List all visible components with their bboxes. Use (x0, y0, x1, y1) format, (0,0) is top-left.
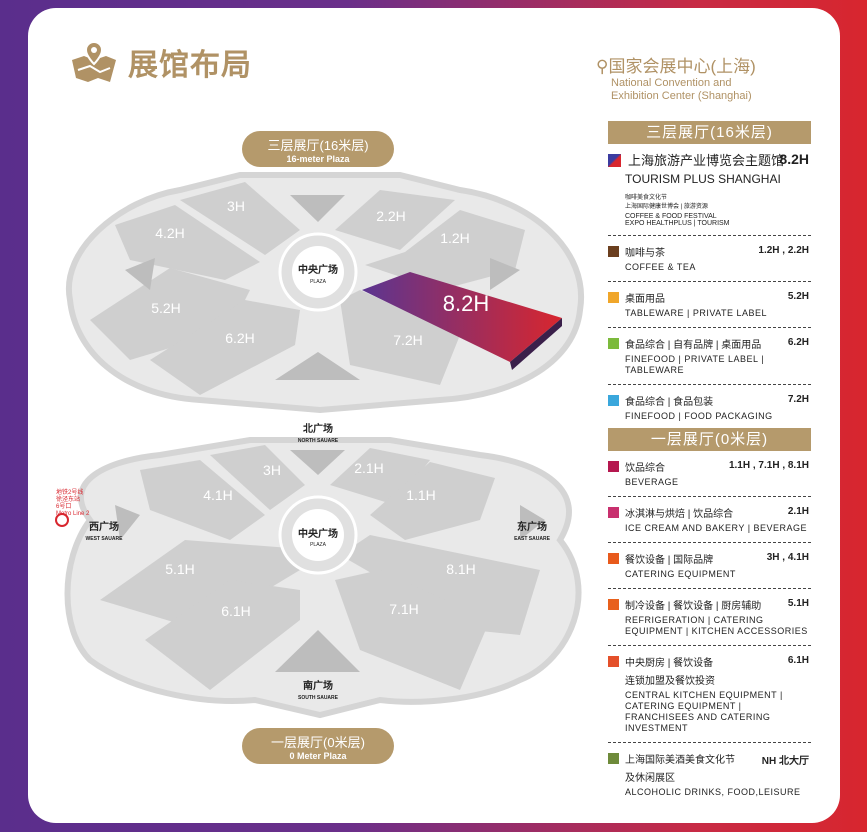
hall-label: 2.2H (376, 208, 406, 224)
east-square-label: 东广场 (517, 520, 547, 533)
svg-text:中央广场: 中央广场 (298, 527, 338, 540)
upper-floor-map (65, 172, 585, 414)
legend-item: 餐饮设备 | 国际品牌 3H , 4.1H CATERING EQUIPMENT (608, 543, 811, 589)
legend-item: 食品综合 | 自有品牌 | 桌面用品 6.2H FINEFOOD | PRIVA… (608, 328, 811, 385)
swatch (608, 553, 619, 564)
legend-item: 食品综合 | 食品包装 7.2H FINEFOOD | FOOD PACKAGI… (608, 385, 811, 430)
svg-text:WEST SAUARE: WEST SAUARE (86, 536, 124, 542)
hall-label: 6.2H (225, 330, 255, 346)
swatch (608, 656, 619, 667)
hall-1-2h[interactable] (365, 210, 525, 290)
legend-item: 咖啡与茶 1.2H , 2.2H COFFEE & TEA (608, 236, 811, 282)
hall-6-2h[interactable] (150, 300, 300, 395)
legend-item: 冰淇淋与烘焙 | 饮品综合 2.1H ICE CREAM AND BAKERY … (608, 497, 811, 543)
hall-label: 5.1H (165, 561, 195, 577)
hall-label: 4.2H (155, 225, 185, 241)
svg-text:SOUTH SAUARE: SOUTH SAUARE (298, 695, 339, 701)
hall-label: 3H (263, 462, 281, 478)
hall-label: 1.2H (440, 230, 470, 246)
swatch (608, 507, 619, 518)
hall-3h-upper[interactable] (180, 182, 300, 255)
swatch (608, 753, 619, 764)
svg-text:PLAZA: PLAZA (310, 279, 327, 285)
hall-label: 2.1H (354, 460, 384, 476)
upper-floor-badge: 三层展厅(16米层) 16-meter Plaza (242, 131, 394, 167)
legend-item: 桌面用品 5.2H TABLEWARE | PRIVATE LABEL (608, 282, 811, 328)
plaza-label: 中央广场 (298, 263, 338, 276)
west-square-label: 西广场 (89, 520, 119, 533)
south-square-label: 南广场 (303, 679, 333, 692)
metro-icon (55, 513, 69, 527)
hall-label: 4.1H (203, 487, 233, 503)
map-pin-icon (72, 40, 116, 82)
page-title: 展馆布局 (70, 40, 252, 84)
swatch (608, 338, 619, 349)
legend-item: 制冷设备 | 餐饮设备 | 厨房辅助 5.1H REFRIGERATION | … (608, 589, 811, 646)
hall-label: 7.2H (393, 332, 423, 348)
swatch (608, 461, 619, 472)
legend-item-featured: 上海旅游产业博览会主题馆 8.2H TOURISM PLUS SHANGHAI … (608, 144, 811, 236)
hall-7-2h[interactable] (340, 290, 460, 385)
legend-item: 上海国际美酒美食文化节 及休闲展区 NH 北大厅 ALCOHOLIC DRINK… (608, 743, 811, 806)
svg-text:NORTH SAUARE: NORTH SAUARE (298, 438, 339, 444)
hall-8-2h[interactable] (362, 272, 562, 362)
metro-info: 地铁2号线 徐泾东站 6号口 Metro Line 2 (56, 490, 90, 517)
legend-item: 中央厨房 | 餐饮设备 连锁加盟及餐饮投资 6.1H CENTRAL KITCH… (608, 646, 811, 743)
legend-lower: 一层展厅(0米层) 饮品综合 1.1H , 7.1H , 8.1H BEVERA… (608, 428, 811, 806)
svg-text:PLAZA: PLAZA (310, 542, 327, 548)
swatch (608, 395, 619, 406)
hall-label: 5.2H (151, 300, 181, 316)
swatch (608, 599, 619, 610)
north-square-label: 北广场 (303, 422, 333, 435)
swatch (608, 292, 619, 303)
lower-floor-map (55, 437, 582, 719)
lower-floor-badge: 一层展厅(0米层) 0 Meter Plaza (242, 728, 394, 764)
hall-label: 8.1H (446, 561, 476, 577)
legend-item: 饮品综合 1.1H , 7.1H , 8.1H BEVERAGE (608, 451, 811, 497)
floor-map: 3H 2.2H 4.2H 1.2H 5.2H 6.2H 7.2H 8.2H 中央… (55, 172, 585, 719)
svg-text:EAST SAUARE: EAST SAUARE (514, 536, 551, 542)
hall-label: 6.1H (221, 603, 251, 619)
venue-name: ⚲国家会展中心(上海) National Convention and Exhi… (596, 57, 756, 102)
hall-label: 3H (227, 198, 245, 214)
swatch (608, 154, 621, 167)
location-icon: ⚲ (596, 57, 609, 76)
hall-label: 1.1H (406, 487, 436, 503)
hall-label: 8.2H (443, 291, 489, 316)
hall-5-2h[interactable] (90, 268, 250, 360)
legend-upper: 三层展厅(16米层) 上海旅游产业博览会主题馆 8.2H TOURISM PLU… (608, 121, 811, 430)
hall-2-2h[interactable] (335, 190, 455, 250)
hall-label: 7.1H (389, 601, 419, 617)
swatch (608, 246, 619, 257)
